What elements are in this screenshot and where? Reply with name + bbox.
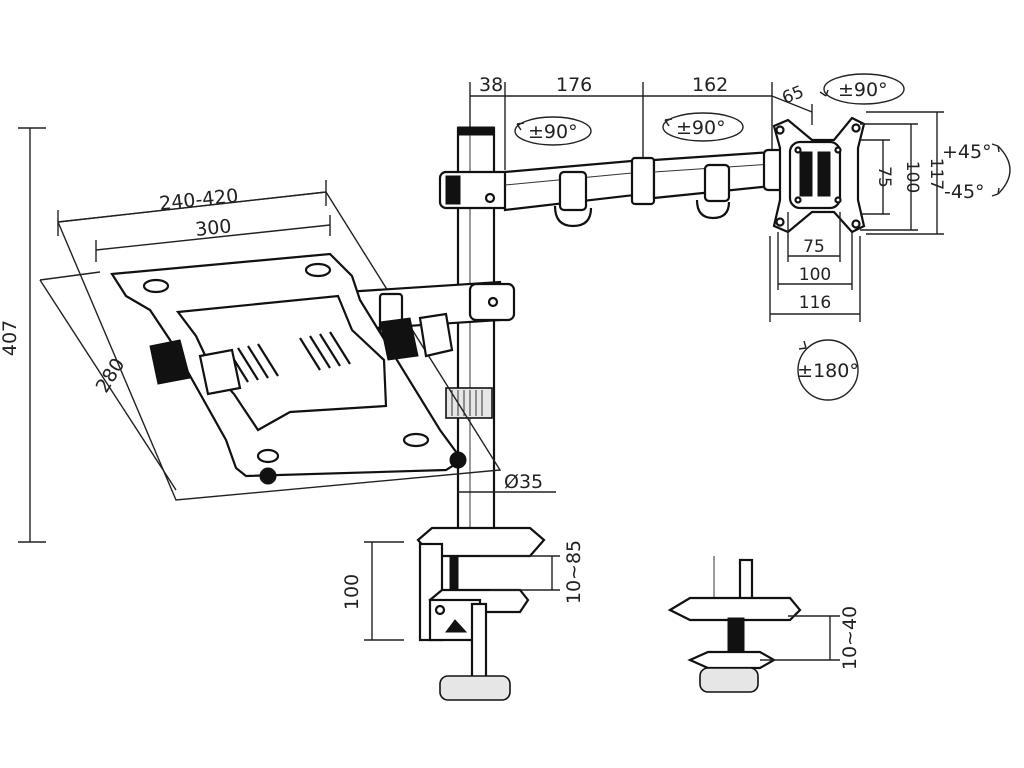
tilt-arrow (991, 143, 1011, 197)
vesa-plate (772, 116, 866, 234)
dim-label-176: 176 (556, 74, 592, 96)
monitor-arm (438, 148, 786, 228)
vesa-label-v75: 75 (874, 166, 894, 188)
height-dimension (18, 127, 46, 543)
vesa-label-h116: 116 (799, 293, 831, 313)
desk-clamp (416, 526, 546, 701)
clamp-label-10-85: 10~85 (563, 540, 585, 604)
dim-label-162: 162 (692, 74, 728, 96)
tray-label-240-420: 240-420 (158, 185, 239, 215)
vesa-label-v117: 117 (926, 158, 946, 190)
rotation-arrow-arm2 (662, 112, 744, 142)
vesa-label-v100: 100 (902, 161, 922, 193)
rotation-label-arm2: ±90° (676, 117, 726, 139)
laptop-tray-dimensions (39, 180, 502, 501)
rotation-label-180: ±180° (797, 360, 859, 382)
dim-label-38: 38 (479, 74, 503, 96)
top-dimension-lines (469, 82, 813, 170)
rotation-label-arm1: ±90° (528, 121, 578, 143)
rotation-arrow-arm1 (514, 116, 592, 146)
height-label-407: 407 (0, 320, 21, 356)
tray-label-300: 300 (194, 215, 232, 241)
tilt-label-up: +45° (942, 141, 992, 163)
rotation-label-head: ±90° (838, 79, 888, 101)
vesa-label-h100: 100 (799, 265, 831, 285)
vesa-label-h75: 75 (803, 237, 825, 257)
rotation-arrow-180 (797, 339, 859, 401)
rotation-arrow-head (819, 73, 905, 105)
grommet-dimension (760, 615, 840, 661)
pole-diameter-label: Ø35 (504, 471, 543, 493)
grommet-mount (667, 556, 802, 693)
grommet-label-10-40: 10~40 (839, 606, 861, 670)
vesa-horizontal-dims (769, 212, 861, 322)
vesa-vertical-dims (860, 111, 944, 235)
dim-label-65: 65 (779, 82, 807, 109)
clamp-dimensions (364, 541, 560, 641)
tilt-label-down: -45° (944, 181, 985, 203)
clamp-label-100: 100 (341, 574, 363, 610)
laptop-tray (110, 252, 516, 485)
